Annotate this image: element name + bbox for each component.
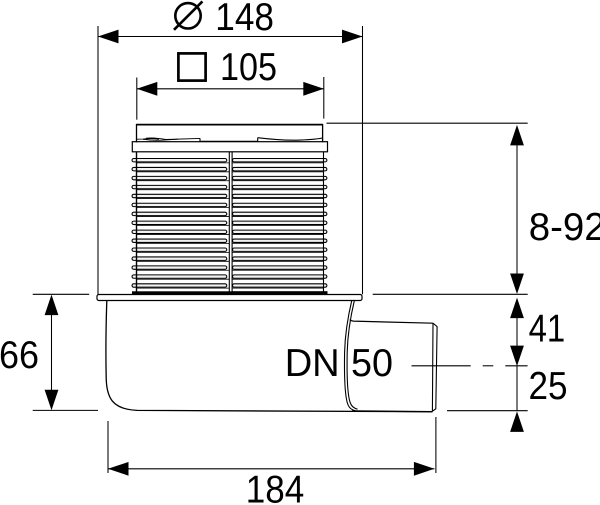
svg-text:41: 41 [529,307,566,350]
svg-text:50: 50 [351,342,393,385]
svg-text:148: 148 [215,0,274,39]
svg-text:184: 184 [246,468,304,505]
svg-text:66: 66 [0,334,39,377]
svg-text:8-92: 8-92 [529,206,600,249]
svg-text:105: 105 [220,46,277,89]
svg-text:25: 25 [529,365,568,408]
svg-text:DN: DN [285,342,340,385]
